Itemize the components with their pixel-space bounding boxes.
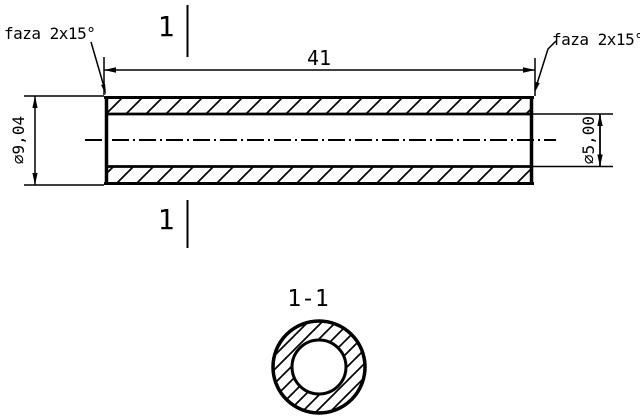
dimension-outer-diameter: ⌀9,04 — [9, 95, 104, 186]
section-cut-bottom-label: 1 — [158, 203, 175, 236]
inner-dia-arrow-top — [597, 114, 603, 126]
dimension-length: 41 — [103, 46, 536, 96]
outer-dia-arrow-bottom — [32, 173, 38, 185]
inner-diameter-label: ⌀5,00 — [579, 116, 598, 164]
section-view-1-1: 1-1 — [271, 286, 367, 415]
dimension-inner-diameter: ⌀5,00 — [533, 113, 613, 168]
ring-inner-circle — [290, 338, 348, 396]
outer-diameter-label: ⌀9,04 — [9, 116, 28, 164]
chamfer-left-leader-arrow — [101, 83, 106, 95]
chamfer-left-leader-line — [90, 41, 106, 91]
length-arrow-right — [523, 67, 535, 73]
chamfer-note-right: faza 2x15° — [534, 30, 640, 93]
chamfer-left-label: faza 2x15° — [4, 24, 95, 43]
section-cut-mark-top: 1 — [158, 5, 189, 57]
section-cut-top-label: 1 — [158, 10, 175, 43]
tube-wall-hatch-bottom — [107, 167, 531, 183]
tube-wall-hatch-top — [107, 98, 531, 114]
outer-dia-arrow-top — [32, 96, 38, 108]
chamfer-right-leader-arrow — [534, 81, 540, 93]
chamfer-right-label: faza 2x15° — [552, 30, 640, 49]
length-dimension-label: 41 — [307, 46, 331, 70]
inner-dia-arrow-bottom — [597, 154, 603, 167]
length-arrow-left — [104, 67, 116, 73]
main-section-view: 41 ⌀9,04 ⌀5,00 faza — [4, 5, 640, 248]
section-title: 1-1 — [287, 286, 329, 312]
chamfer-right-leader-line — [535, 40, 557, 88]
section-cut-mark-bottom: 1 — [158, 200, 189, 248]
chamfer-note-left: faza 2x15° — [4, 24, 106, 95]
